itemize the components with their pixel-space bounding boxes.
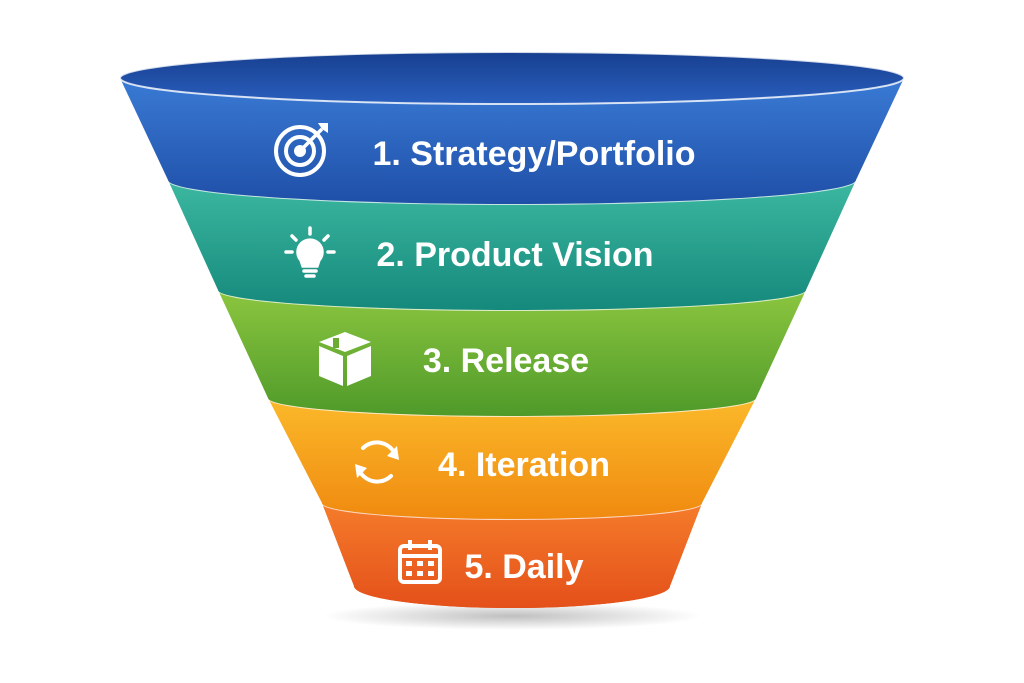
lightbulb-icon <box>284 226 336 278</box>
stage-5-label: 5. Daily <box>464 548 583 586</box>
calendar-icon <box>398 540 442 584</box>
stage-1-label: 1. Strategy/Portfolio <box>372 135 695 173</box>
funnel-shadow <box>322 602 702 630</box>
stage-4-label: 4. Iteration <box>438 446 610 484</box>
funnel-stage-1: 1. Strategy/Portfolio <box>119 51 905 204</box>
box-icon <box>319 332 371 386</box>
target-icon <box>274 123 328 177</box>
stage-3-label: 3. Release <box>423 342 589 380</box>
refresh-cycle-icon <box>355 440 399 484</box>
stage-2-label: 2. Product Vision <box>376 236 653 274</box>
